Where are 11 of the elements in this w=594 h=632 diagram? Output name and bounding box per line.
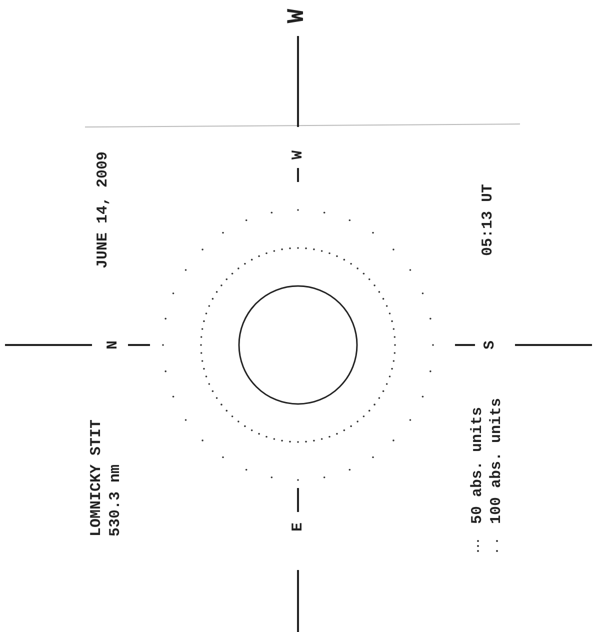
compass-letter: W xyxy=(290,150,306,160)
date-text: JUNE 14, 2009 xyxy=(96,151,110,269)
wavelength-text: 530.3 nm xyxy=(106,464,125,537)
station-text: LOMNICKY STIT xyxy=(87,419,106,537)
legend-text: 50 abs. units xyxy=(468,406,487,524)
compass-letter: N xyxy=(106,340,120,350)
compass-letter: E xyxy=(290,522,306,532)
compass-letter: S xyxy=(482,340,498,350)
compass-letter: W xyxy=(286,8,310,24)
legend-text: 100 abs. units xyxy=(487,398,506,524)
time-text: 05:13 UT xyxy=(480,184,496,256)
